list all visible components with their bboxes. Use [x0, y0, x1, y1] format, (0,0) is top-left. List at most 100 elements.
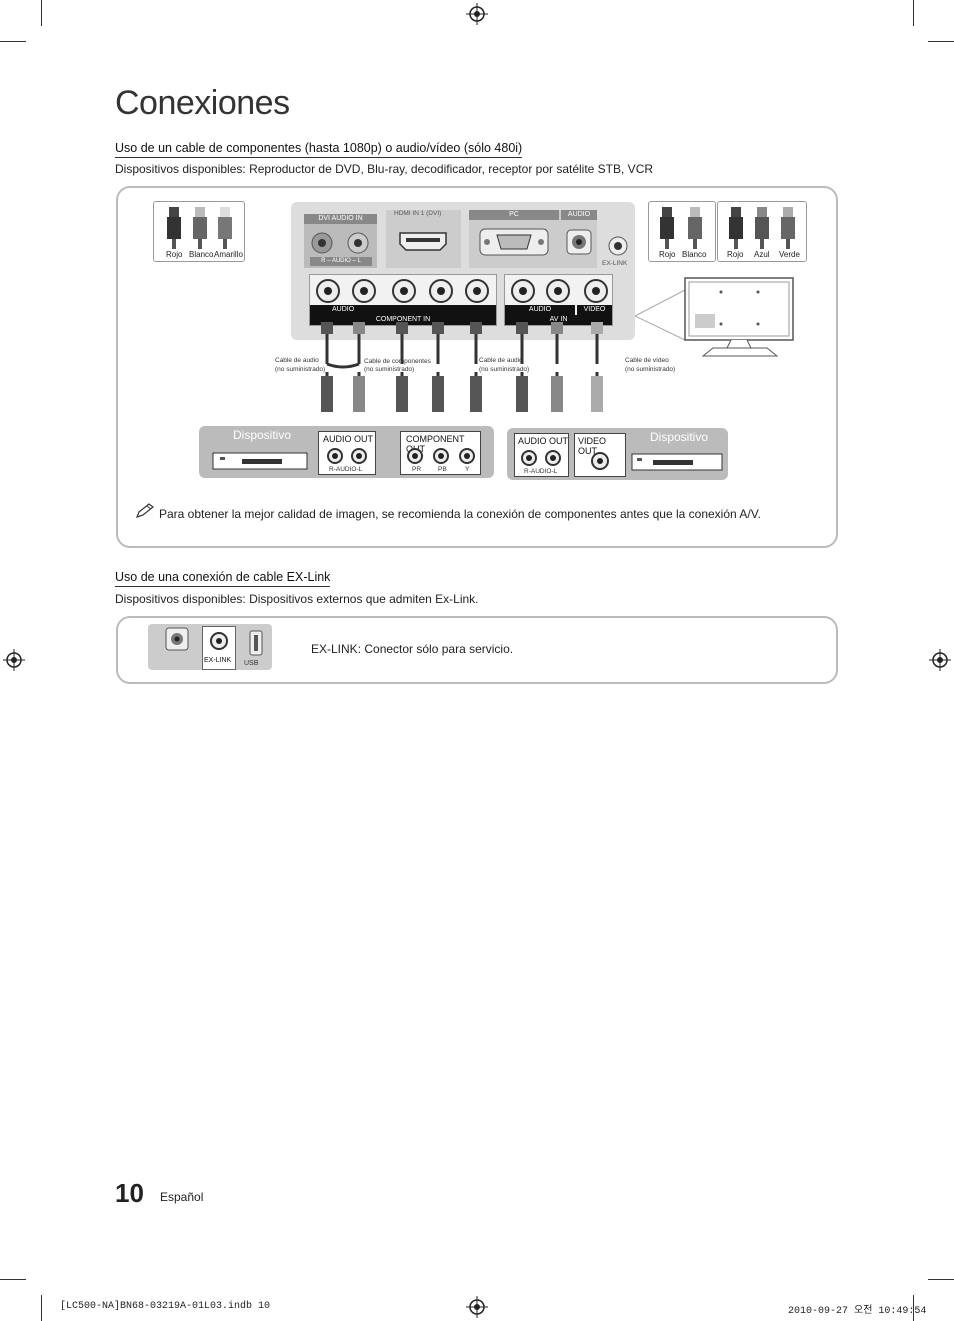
cable-audio-left-sub: (no suministrado) [275, 366, 326, 373]
crop-mark [41, 1295, 42, 1321]
pc-audio-block: PC AUDIO [469, 210, 597, 268]
crop-mark [41, 0, 42, 26]
device-left-audio-out: AUDIO OUT R-AUDIO-L [318, 431, 376, 475]
registration-mark-icon [929, 649, 951, 671]
cable-audio-right-label: Cable de audio [479, 357, 523, 364]
exlink-jack-icon [210, 632, 228, 650]
cable-video-label: Cable de vídeo [625, 357, 669, 364]
component-in-block: AUDIO COMPONENT IN [309, 274, 497, 326]
plug-label-red: Rojo [727, 250, 744, 259]
dvd-player-icon [631, 453, 723, 471]
registration-mark-icon [466, 3, 488, 25]
page-language: Español [160, 1190, 204, 1204]
tv-outline-icon [634, 277, 794, 357]
dvd-player-icon [212, 452, 308, 470]
cable-video-sub: (no suministrado) [625, 366, 676, 373]
audio-out-jacks-icon [327, 448, 367, 464]
crop-mark [0, 41, 26, 42]
hdmi-label: HDMI IN 1 (DVI) [394, 210, 442, 217]
section-devices-component: Dispositivos disponibles: Reproductor de… [115, 162, 654, 176]
comp-sub-y: Y [465, 466, 470, 473]
cable-audio-right-sub: (no suministrado) [479, 366, 530, 373]
component-in-label: COMPONENT IN [310, 315, 496, 325]
exlink-port-label: EX-LINK [204, 657, 232, 664]
audio-out-sub: R-AUDIO-L [329, 466, 363, 473]
pc-label: PC [469, 210, 559, 220]
crop-mark [0, 1279, 26, 1280]
page-title: Conexiones [115, 84, 290, 122]
av-video-label: VIDEO [577, 305, 612, 315]
crop-mark [928, 1279, 954, 1280]
exlink-jack-icon [608, 236, 628, 256]
plug-legend-right-comp: Rojo Azul Verde [717, 201, 807, 262]
video-out-jack-icon [591, 452, 609, 470]
plug-label-white: Blanco [682, 250, 707, 259]
audio-out-label: AUDIO OUT [323, 434, 374, 444]
exlink-description: EX-LINK: Conector sólo para servicio. [311, 642, 513, 656]
device-right-video-out: VIDEO OUT [574, 433, 626, 477]
device-left-panel: Dispositivo AUDIO OUT R-AUDIO-L COMPONEN… [199, 426, 494, 478]
vga-port-icon [479, 228, 549, 256]
usb-port-label: USB [244, 660, 259, 667]
note-pencil-icon [135, 503, 154, 518]
dvi-audio-jacks-icon [311, 232, 369, 254]
audio-jack-icon [566, 229, 592, 255]
registration-mark-icon [3, 649, 25, 671]
device-right-audio-out: AUDIO OUT R-AUDIO-L [514, 433, 569, 477]
audio-label: AUDIO [561, 210, 597, 220]
cable-component-label: Cable de componentes [364, 358, 431, 365]
plug-label-white: Blanco [189, 250, 214, 259]
exlink-term: EX-LINK [311, 642, 358, 656]
device-left-label: Dispositivo [233, 428, 292, 442]
plug-label-green: Verde [779, 250, 800, 259]
dvi-audio-block: DVI AUDIO IN R – AUDIO – L [304, 214, 377, 268]
plug-label-yellow: Amarillo [214, 250, 243, 259]
cable-component-sub: (no suministrado) [364, 366, 415, 373]
audio-out-label: AUDIO OUT [518, 436, 569, 446]
exlink-panel-label: EX-LINK [602, 260, 628, 267]
exlink-port: EX-LINK [202, 626, 236, 670]
section-devices-exlink: Dispositivos disponibles: Dispositivos e… [115, 592, 479, 606]
component-out-jacks-icon [407, 448, 475, 464]
footer-date: 2010-09-27 오전 10:49:54 [788, 1306, 927, 1317]
section-heading-exlink: Uso de una conexión de cable EX-Link [115, 570, 331, 587]
footer-file: [LC500-NA]BN68-03219A-01L03.indb 10 [60, 1301, 271, 1312]
audio-out-sub: R-AUDIO-L [524, 468, 558, 475]
plug-label-red: Rojo [166, 250, 183, 259]
dvi-audio-label: DVI AUDIO IN [304, 214, 377, 224]
plug-label-blue: Azul [754, 250, 770, 259]
exlink-panel: EX-LINK USB [148, 624, 272, 670]
device-left-component-out: COMPONENT OUT PR PB Y [400, 431, 481, 475]
component-jacks-icon [316, 279, 489, 303]
device-right-panel: Dispositivo AUDIO OUT R-AUDIO-L VIDEO OU… [507, 428, 728, 480]
audio-out-jacks-icon [521, 450, 561, 466]
usb-port-icon [249, 630, 263, 656]
hdmi-port-icon [399, 232, 447, 251]
comp-sub-pb: PB [438, 466, 447, 473]
av-jacks-icon [511, 279, 608, 303]
crop-mark [928, 41, 954, 42]
component-note: Para obtener la mejor calidad de imagen,… [159, 507, 761, 521]
hdmi-block: HDMI IN 1 (DVI) [386, 210, 461, 268]
crop-mark [913, 0, 914, 26]
component-audio-label: AUDIO [310, 305, 496, 315]
crop-mark [913, 1295, 914, 1321]
exlink-text: : Conector sólo para servicio. [357, 642, 514, 656]
audio-jack-icon [165, 627, 189, 651]
cable-audio-left-label: Cable de audio [275, 357, 319, 364]
av-in-block: AUDIO VIDEO AV IN [504, 274, 613, 326]
av-audio-label: AUDIO [505, 305, 575, 315]
dvi-audio-sub: R – AUDIO – L [310, 257, 372, 266]
plug-legend-right-av: Rojo Blanco [648, 201, 716, 262]
plug-legend-left: Rojo Blanco Amarillo [153, 201, 245, 262]
section-heading-component: Uso de un cable de componentes (hasta 10… [115, 141, 523, 158]
plug-label-red: Rojo [659, 250, 676, 259]
video-out-label: VIDEO OUT [578, 436, 607, 456]
registration-mark-icon [466, 1296, 488, 1318]
cables-illustration [321, 322, 603, 412]
tv-back-panel: DVI AUDIO IN R – AUDIO – L HDMI IN 1 (DV… [291, 202, 635, 340]
av-in-label: AV IN [505, 315, 612, 325]
comp-sub-pr: PR [412, 466, 422, 473]
page-number: 10 [115, 1178, 144, 1208]
device-right-label: Dispositivo [650, 430, 709, 444]
